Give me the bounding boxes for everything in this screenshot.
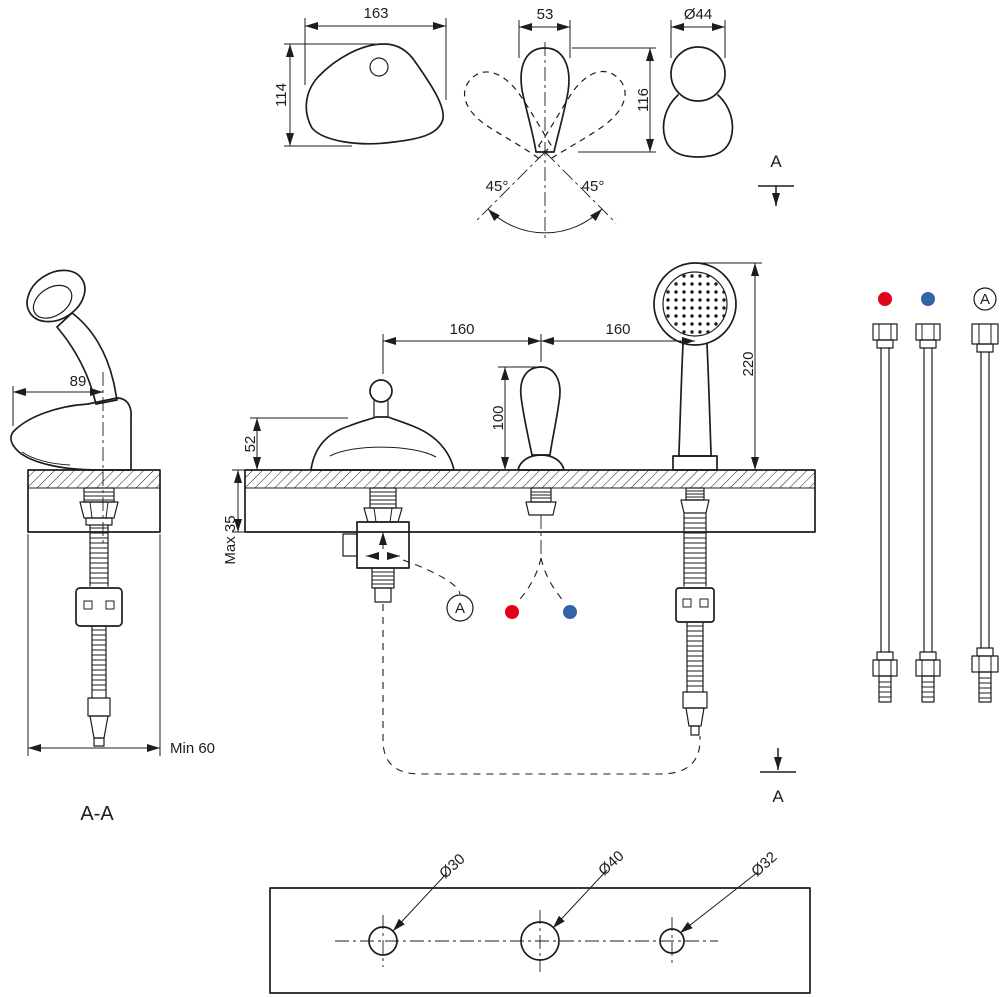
angle-label-right: 45° [582,178,605,195]
knob-body [662,94,734,158]
section-letter-bottom: A [772,787,784,806]
hose-a-letter: A [980,291,990,308]
section-letter-top: A [770,152,782,171]
dim-label-lever-width: 53 [537,6,554,23]
dim-label-spacing-right: 160 [605,321,630,338]
handshower-head-side [26,269,86,323]
drill-template: Ø30 Ø40 Ø32 [269,848,811,994]
top-view-lever: 45° 45° 53 116 [463,6,656,240]
angle-label-left: 45° [486,178,509,195]
dim-label-deck-max: Max 35 [222,515,239,564]
section-view-title: A-A [80,803,114,825]
dim-label-body-width: 163 [363,5,388,22]
hot-water-dot [505,605,519,619]
dim-label-shower-height: 220 [740,351,757,376]
handshower-handle-side [56,312,118,405]
spout-front [310,379,455,471]
dim-label-body-height: 114 [273,83,290,107]
section-marker-bottom: A [760,748,796,806]
side-under-deck [75,487,123,747]
cold-hose-dot [921,292,935,306]
handshower-front [653,262,737,471]
shower-spray-face [662,271,728,337]
dim-label-knob-diameter: Ø44 [684,6,712,23]
hole-d32 [659,928,685,954]
hose-a-circle [973,287,997,311]
dim-label-hole-d30: Ø30 [436,851,468,883]
dim-label-lever-height: 100 [490,405,507,430]
lever-swing-left [463,71,553,160]
dim-label-spout-reach: 89 [70,373,87,390]
spout-valve-under-deck [342,487,410,603]
detail-callout-circle [446,594,474,622]
hole-d30 [368,926,398,956]
hose-connector-side [75,587,123,627]
shower-hose-under-deck [675,487,715,736]
cold-water-dot [563,605,577,619]
top-view-knob: Ø44 [662,6,734,158]
hole-d40 [520,921,560,961]
front-view: A 160 160 220 100 52 Max 35 A [222,262,816,806]
lever-swing-right [537,70,626,160]
hot-hose-dot [878,292,892,306]
mixer-lever-front [517,366,565,560]
knob-circle [670,46,726,102]
hose-weight-connector [675,587,715,623]
hose-routing-loop [382,604,701,775]
supply-hose-hot [872,292,898,703]
template-plate [269,887,811,994]
supply-hoses: A [872,287,999,703]
shower-holder-collar [672,455,718,471]
diverter-knob [369,379,393,403]
supply-hose-cold [915,292,941,703]
spout-body-outline [305,43,444,145]
spout-body-hole [369,57,389,77]
spout-side [10,397,132,471]
shower-head-rim [653,262,737,346]
dim-label-hole-d40: Ø40 [595,848,627,880]
side-section-view: 89 Min 60 A-A [10,269,215,825]
dim-label-spout-height: 52 [242,436,259,453]
detail-callout-letter: A [455,600,465,617]
top-view-spout-body: 163 114 [273,5,447,147]
dim-label-min-clearance: Min 60 [170,740,215,757]
shower-supply-hose-a: A [971,287,999,703]
dim-label-spacing-left: 160 [449,321,474,338]
section-marker-top: A [758,152,794,206]
dim-label-lever-height: 116 [635,88,652,112]
